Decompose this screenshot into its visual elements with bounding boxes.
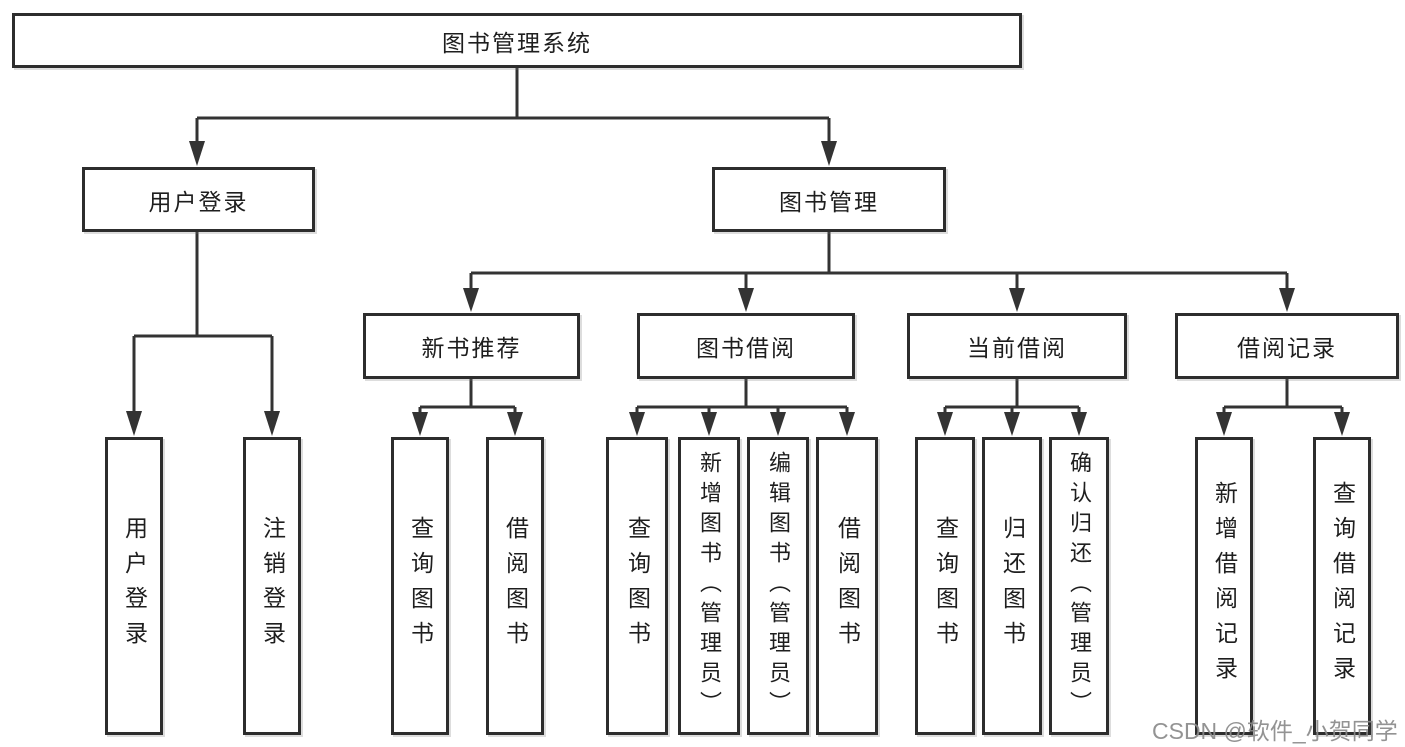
node-book-management: 图书管理 [712, 167, 946, 232]
connector-records-to-leaves [1222, 379, 1344, 414]
node-book-management-system: 图书管理系统 [12, 13, 1022, 68]
leaf-records-query-record: 查询借阅记录 [1313, 437, 1371, 735]
arrowhead [1334, 412, 1350, 436]
arrowhead [701, 412, 717, 436]
leaf-borrow-query-books: 查询图书 [606, 437, 668, 735]
node-user-login: 用户登录 [82, 167, 315, 232]
leaf-current-query-books: 查询图书 [915, 437, 975, 735]
leaf-current-confirm-return-admin: 确认归还（管理员） [1049, 437, 1109, 735]
arrowhead [412, 412, 428, 436]
arrowhead [1216, 412, 1232, 436]
arrowhead [463, 288, 479, 312]
arrowhead [264, 411, 280, 436]
leaf-recommend-borrow-books: 借阅图书 [486, 437, 544, 735]
connector-book-management-to-level3 [469, 232, 1289, 290]
leaf-borrow-borrow-books: 借阅图书 [816, 437, 878, 735]
arrowheads [126, 141, 1350, 436]
arrowhead [1009, 288, 1025, 312]
arrowhead [738, 288, 754, 312]
leaf-borrow-edit-books-admin: 编辑图书（管理员） [747, 437, 809, 735]
connector-root-to-level2 [195, 68, 831, 144]
arrowhead [629, 412, 645, 436]
arrowhead [770, 412, 786, 436]
arrowhead [507, 412, 523, 436]
arrowhead [1004, 412, 1020, 436]
connector-recommend-to-leaves [418, 379, 517, 414]
connector-lines [132, 68, 1344, 414]
csdn-watermark: CSDN @软件_小贺同学 [1152, 718, 1398, 744]
arrowhead [126, 411, 142, 436]
arrowhead [839, 412, 855, 436]
arrowhead [821, 141, 837, 166]
arrowhead [1279, 288, 1295, 312]
node-borrow-records: 借阅记录 [1175, 313, 1399, 379]
leaf-current-return-books: 归还图书 [982, 437, 1042, 735]
node-new-book-recommend: 新书推荐 [363, 313, 580, 379]
connector-user-login-to-leaves [132, 232, 274, 414]
connector-current-to-leaves [943, 379, 1081, 414]
leaf-records-add-record: 新增借阅记录 [1195, 437, 1253, 735]
connector-borrow-to-leaves [635, 379, 849, 414]
arrowhead [1071, 412, 1087, 436]
node-current-borrow: 当前借阅 [907, 313, 1127, 379]
leaf-borrow-add-books-admin: 新增图书（管理员） [678, 437, 740, 735]
arrowhead [937, 412, 953, 436]
node-book-borrow: 图书借阅 [637, 313, 855, 379]
leaf-user-login: 用户登录 [105, 437, 163, 735]
leaf-recommend-query-books: 查询图书 [391, 437, 449, 735]
leaf-logout: 注销登录 [243, 437, 301, 735]
arrowhead [189, 141, 205, 166]
